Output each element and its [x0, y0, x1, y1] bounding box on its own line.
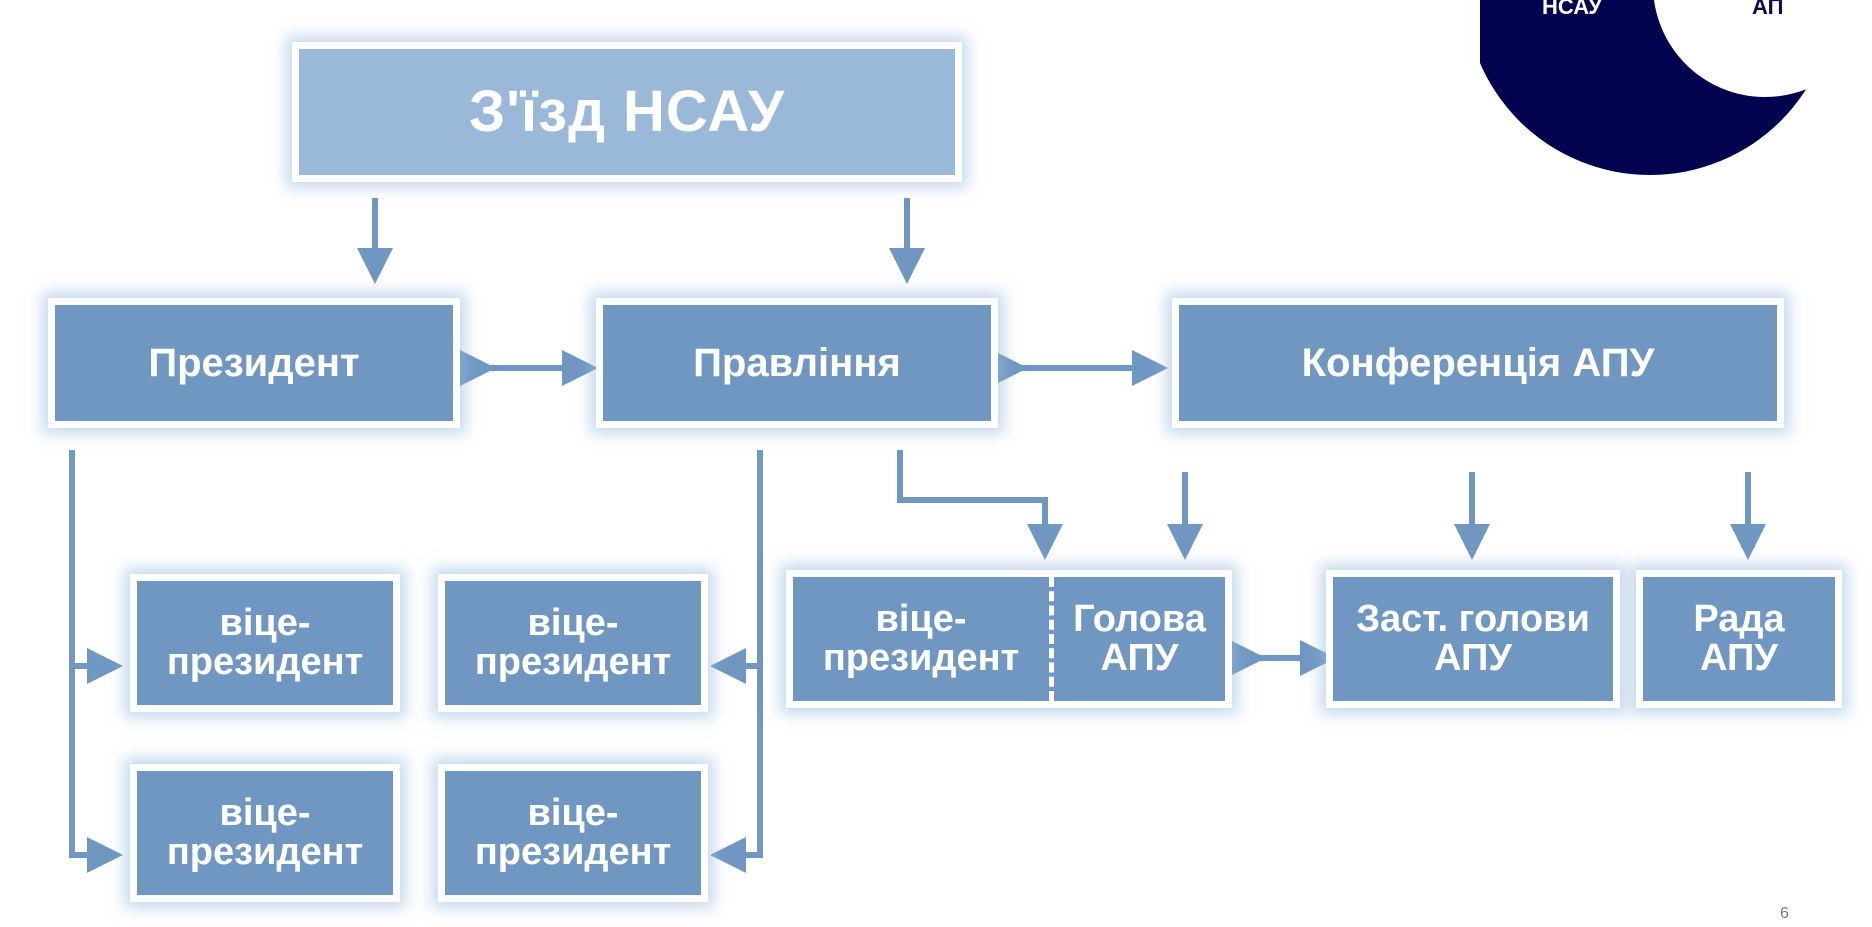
logo-graphic: [1480, 0, 1872, 175]
congress-label: З'їзд НСАУ: [468, 79, 786, 145]
vice-president-box-4: віце- президент: [438, 764, 708, 902]
conference-box: Конференція АПУ: [1172, 298, 1784, 428]
board-box: Правління: [596, 298, 998, 428]
line-board-vp4: [710, 666, 763, 873]
council-apu-box: Рада АПУ: [1636, 570, 1842, 708]
vice-president-box-2: віце- президент: [438, 574, 708, 712]
vp3-line1: віце-: [219, 792, 311, 835]
vp-head-apu-box: віце- президент Голова АПУ: [786, 570, 1232, 708]
head-apu-line1: Голова: [1073, 598, 1206, 641]
logo-right-text: АП: [1752, 0, 1784, 19]
conference-label: Конференція АПУ: [1301, 340, 1655, 385]
council-line2: АПУ: [1700, 637, 1778, 679]
vp3-line2: президент: [166, 831, 364, 873]
president-box: Президент: [48, 298, 460, 428]
council-line1: Рада: [1693, 598, 1785, 641]
deputy-line2: АПУ: [1434, 637, 1512, 679]
head-apu-line2: АПУ: [1100, 637, 1179, 679]
page-number: 6: [1780, 905, 1789, 922]
vp-apu-half: віце- президент: [793, 577, 1049, 701]
deputy-line1: Заст. голови: [1356, 598, 1590, 641]
vp2-line2: президент: [474, 641, 672, 683]
head-apu-half: Голова АПУ: [1054, 577, 1225, 701]
vp1-line2: президент: [166, 641, 364, 683]
logo: НСАУ АП: [1480, 0, 1872, 180]
congress-box: З'їзд НСАУ: [292, 42, 962, 182]
line-president-vp3: [69, 666, 123, 873]
line-board-vp2: [710, 450, 763, 684]
line-president-vp1: [69, 450, 123, 684]
dashed-divider: [1049, 577, 1054, 701]
board-label: Правління: [693, 340, 901, 385]
vp4-line2: президент: [474, 831, 672, 873]
vp-apu-line2: президент: [822, 637, 1020, 679]
vp4-line1: віце-: [527, 792, 619, 835]
vp2-line1: віце-: [527, 602, 619, 645]
deputy-head-apu-box: Заст. голови АПУ: [1326, 570, 1620, 708]
line-board-head-apu: [897, 450, 1063, 560]
vp1-line1: віце-: [219, 602, 311, 645]
logo-left-text: НСАУ: [1542, 0, 1602, 19]
president-label: Президент: [148, 340, 360, 385]
vp-apu-line1: віце-: [875, 598, 967, 641]
vice-president-box-1: віце- президент: [130, 574, 400, 712]
vice-president-box-3: віце- президент: [130, 764, 400, 902]
